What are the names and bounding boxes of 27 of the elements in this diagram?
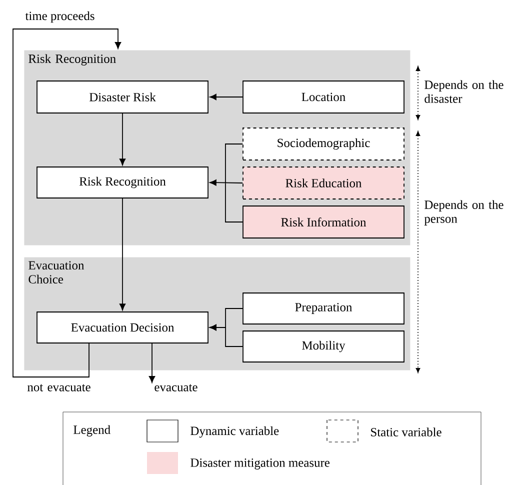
arrow <box>210 94 243 100</box>
outcome-text: evacuate <box>154 384 198 392</box>
variable-box: Disaster Risk <box>36 80 208 114</box>
variable-box: Risk Recognition <box>36 166 208 198</box>
group-title: Risk Recognition <box>28 54 116 66</box>
arrow <box>119 198 126 310</box>
legend-text: Disaster mitigation measure <box>190 458 330 470</box>
legend-text: Static variable <box>371 428 442 436</box>
arrow <box>12 28 122 378</box>
note-text: Depends on the disaster <box>424 80 504 103</box>
arrow <box>119 113 126 166</box>
variable-box: Sociodemographic <box>242 128 404 160</box>
arrow <box>210 144 243 222</box>
group-title: Evacuation Choice <box>28 261 84 284</box>
outcome-text: not evacuate <box>28 384 90 392</box>
variable-box: Mobility <box>242 330 404 362</box>
legend-text: Dynamic variable <box>190 426 279 438</box>
arrow <box>210 324 243 347</box>
variable-box: Location <box>242 80 404 114</box>
variable-box: Risk Education <box>242 166 404 200</box>
edge-label: time proceeds <box>24 10 96 24</box>
variable-box: Risk Information <box>242 206 404 238</box>
note-text: Depends on the person <box>424 200 504 226</box>
variable-box: Preparation <box>242 292 404 324</box>
variable-box: Evacuation Decision <box>36 312 208 344</box>
legend-title: Legend <box>74 425 110 437</box>
arrow <box>148 343 156 383</box>
